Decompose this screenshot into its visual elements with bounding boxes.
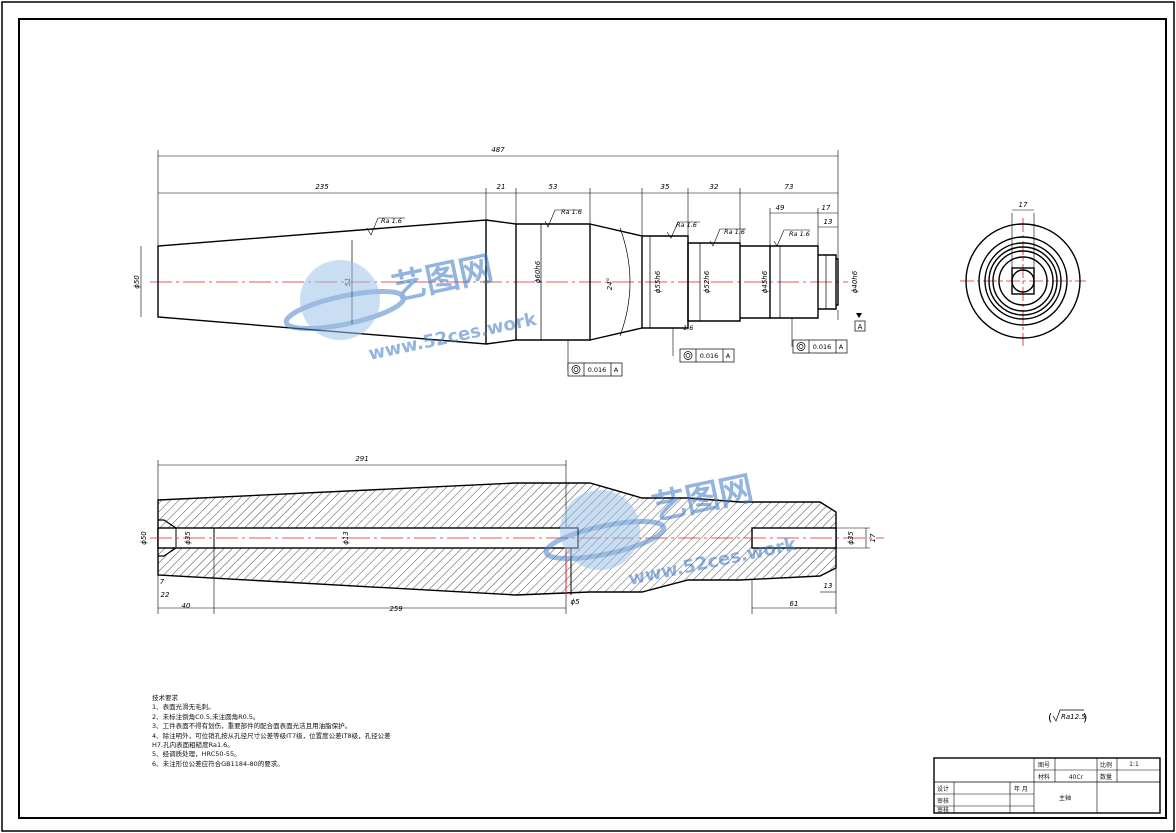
tol-datum-2: A bbox=[726, 352, 731, 360]
ra-1: Ra 1.6 bbox=[381, 217, 402, 225]
inner-border bbox=[18, 18, 1167, 819]
dim-d-main: ϕ60h6 bbox=[534, 260, 542, 283]
note-item: H7,孔内表面粗糙度Ra1.6。 bbox=[152, 741, 234, 750]
dim-sub-49: 49 bbox=[776, 204, 785, 212]
concentricity-icon bbox=[683, 351, 693, 360]
dim-overall-length: 487 bbox=[491, 146, 505, 154]
general-ra: Ra12.5 bbox=[1061, 713, 1086, 721]
svg-text:): ) bbox=[1083, 711, 1087, 724]
dim-40: 40 bbox=[182, 602, 191, 610]
tb-part-name: 主轴 bbox=[1059, 794, 1071, 802]
dim-sub-13: 13 bbox=[824, 218, 833, 226]
section-dimension-texts: 291 ϕ50 ϕ35 ϕ13 ϕ35 17 7 22 40 259 ϕ5 13… bbox=[140, 455, 877, 613]
roughness-check-icon bbox=[1052, 709, 1084, 722]
watermark-brand: 艺图网 bbox=[389, 248, 497, 308]
dim-d4: ϕ52h6 bbox=[703, 270, 711, 293]
front-view bbox=[150, 219, 848, 345]
dim-d3: ϕ55h6 bbox=[654, 270, 662, 293]
note-item: 2、未标注倒角C0.5,未注圆角R0.5。 bbox=[152, 712, 260, 721]
dim-d6: ϕ40h6 bbox=[851, 270, 859, 293]
dim-seg-4: 35 bbox=[661, 183, 670, 191]
datum-a: A bbox=[854, 313, 866, 332]
dim-sub-17: 17 bbox=[822, 204, 831, 212]
dim-seg-1: 235 bbox=[315, 183, 329, 191]
tol-value-1: 0.016 bbox=[588, 366, 607, 374]
tb-date-label: 年 月 bbox=[1014, 785, 1028, 793]
dim-right-bore: ϕ35 bbox=[847, 531, 855, 545]
technical-notes: 技术要求 1、表面光滑无毛刺。 2、未标注倒角C0.5,未注圆角R0.5。 3、… bbox=[152, 694, 391, 769]
side-view bbox=[960, 209, 1086, 346]
tb-material-value: 40Cr bbox=[1069, 774, 1084, 781]
dim-d-left: ϕ50 bbox=[133, 275, 141, 289]
title-block bbox=[933, 757, 1161, 814]
dim-bore2: ϕ35 bbox=[184, 531, 192, 545]
title-block-texts: 图号 材料 40Cr 比例 1:1 数量 设计 审核 审核 年 月 主轴 bbox=[937, 761, 1139, 814]
general-roughness: ( Ra12.5 ) bbox=[1048, 709, 1087, 724]
ra-5: Ra 1.6 bbox=[789, 230, 810, 238]
ra-4: Ra 1.6 bbox=[724, 228, 745, 236]
note-item: 5、经调质处理，HRC50-55。 bbox=[152, 750, 241, 759]
dim-22: 22 bbox=[161, 591, 170, 599]
dim-13: 13 bbox=[824, 582, 833, 590]
dim-seg-5: 32 bbox=[710, 183, 719, 191]
chamfer-label: 1.6 bbox=[683, 324, 693, 332]
dim-seg-6: 73 bbox=[785, 183, 794, 191]
dim-seg-2: 21 bbox=[497, 183, 506, 191]
front-dimension-texts: 487 235 21 53 35 32 73 49 17 13 ϕ50 51 ϕ… bbox=[133, 146, 859, 293]
roughness-texts: Ra 1.6 Ra 1.6 Ra 1.6 Ra 1.6 Ra 1.6 1.6 bbox=[381, 208, 810, 332]
notes-title: 技术要求 bbox=[152, 694, 178, 702]
dim-left-bore: ϕ50 bbox=[140, 531, 148, 545]
tolerance-frame-3: 0.016 A bbox=[792, 339, 848, 354]
tb-material-label: 材料 bbox=[1038, 773, 1050, 781]
dim-d5: ϕ45h6 bbox=[761, 270, 769, 293]
note-item: 1、表面光滑无毛刺。 bbox=[152, 703, 215, 712]
tb-drawing-no-label: 图号 bbox=[1038, 762, 1050, 769]
ra-3: Ra 1.6 bbox=[676, 221, 697, 229]
dim-top-length: 291 bbox=[355, 455, 368, 463]
front-dimensions bbox=[140, 150, 839, 370]
tb-scale-label: 比例 bbox=[1100, 761, 1112, 769]
dim-5: ϕ5 bbox=[570, 598, 580, 606]
tolerance-frame-1: 0.016 A bbox=[567, 362, 623, 377]
tb-scale-value: 1:1 bbox=[1129, 761, 1139, 768]
roughness-symbols bbox=[366, 209, 810, 247]
note-item: 6、未注形位公差应符合GB1184-80的要求。 bbox=[152, 759, 284, 768]
section-dimensions bbox=[157, 460, 870, 614]
dim-right-height: 17 bbox=[869, 533, 877, 542]
tol-datum-1: A bbox=[614, 366, 619, 374]
note-item: 4、除注明外，可位销孔按从孔径尺寸公差等级IT7级，位置度公差IT8级，孔径公差 bbox=[152, 731, 391, 740]
datum-letter: A bbox=[858, 323, 863, 331]
dim-taper-angle: 24° bbox=[606, 278, 614, 290]
tb-designer-label: 设计 bbox=[937, 785, 949, 793]
note-item: 3、工件表面不得有划伤，重要部件的配合面表面光洁且用油脂保护。 bbox=[152, 722, 352, 731]
tb-approver-label: 审核 bbox=[937, 806, 949, 814]
dim-61: 61 bbox=[790, 600, 799, 608]
dim-seg-3: 53 bbox=[549, 183, 558, 191]
tb-qty-label: 数量 bbox=[1100, 773, 1112, 781]
watermark-1: 艺图网 www.52ces.work bbox=[283, 248, 539, 365]
tol-value-3: 0.016 bbox=[813, 343, 832, 351]
tb-checker-label: 审核 bbox=[937, 797, 949, 805]
tolerance-frame-2: 0.016 A bbox=[679, 348, 735, 363]
dim-259: 259 bbox=[389, 605, 403, 613]
dim-7: 7 bbox=[160, 578, 165, 586]
tol-value-2: 0.016 bbox=[700, 352, 719, 360]
section-view bbox=[150, 482, 884, 596]
concentricity-icon bbox=[571, 365, 581, 374]
ra-2: Ra 1.6 bbox=[561, 208, 582, 216]
concentricity-icon bbox=[796, 342, 806, 351]
dim-bore-main: ϕ13 bbox=[342, 531, 350, 545]
side-width-dim: 17 bbox=[1019, 201, 1028, 209]
svg-text:(: ( bbox=[1048, 711, 1052, 724]
tol-datum-3: A bbox=[839, 343, 844, 351]
